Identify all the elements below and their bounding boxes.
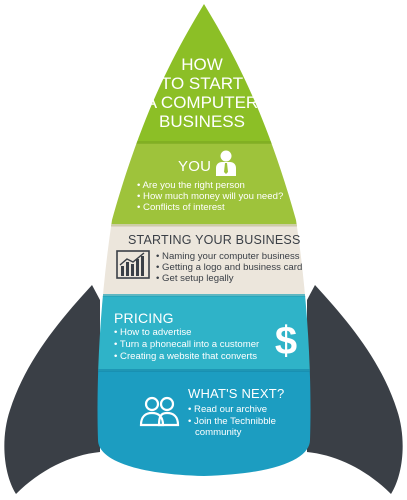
pricing-item-3: • Creating a website that converts bbox=[114, 351, 258, 362]
next-item-2: • Join the Technibble bbox=[188, 416, 276, 427]
next-band bbox=[97, 371, 311, 476]
title-line-4: BUSINESS bbox=[159, 112, 245, 131]
next-item-3: community bbox=[195, 427, 242, 438]
starting-item-2: • Getting a logo and business card bbox=[156, 262, 303, 273]
people-icon bbox=[139, 396, 180, 427]
you-band bbox=[97, 143, 311, 226]
svg-text:$: $ bbox=[275, 319, 297, 363]
you-item-1: • Are you the right person bbox=[137, 180, 245, 191]
next-item-1: • Read our archive bbox=[188, 404, 268, 415]
bar-chart-icon bbox=[116, 250, 150, 279]
pricing-heading: PRICING bbox=[114, 310, 174, 326]
pricing-item-1: • How to advertise bbox=[114, 327, 192, 338]
pricing-band bbox=[97, 296, 311, 371]
you-item-3: • Conflicts of interest bbox=[137, 202, 225, 213]
starting-band bbox=[97, 226, 311, 296]
you-item-2: • How much money will you need? bbox=[137, 191, 284, 202]
title-line-2: TO START bbox=[160, 74, 244, 93]
dollar-icon: $ bbox=[275, 319, 297, 363]
pricing-item-2: • Turn a phonecall into a customer bbox=[114, 339, 260, 350]
left-fin bbox=[4, 285, 100, 494]
starting-heading: STARTING YOUR BUSINESS bbox=[128, 233, 301, 247]
right-fin bbox=[307, 285, 403, 494]
starting-item-3: • Get setup legally bbox=[156, 273, 234, 284]
next-heading: WHAT'S NEXT? bbox=[188, 386, 285, 401]
person-icon bbox=[216, 150, 236, 176]
title-line-3: A COMPUTER bbox=[145, 93, 259, 112]
starting-item-1: • Naming your computer business bbox=[156, 251, 300, 262]
title-line-1: HOW bbox=[181, 55, 223, 74]
you-heading: YOU bbox=[178, 158, 212, 175]
